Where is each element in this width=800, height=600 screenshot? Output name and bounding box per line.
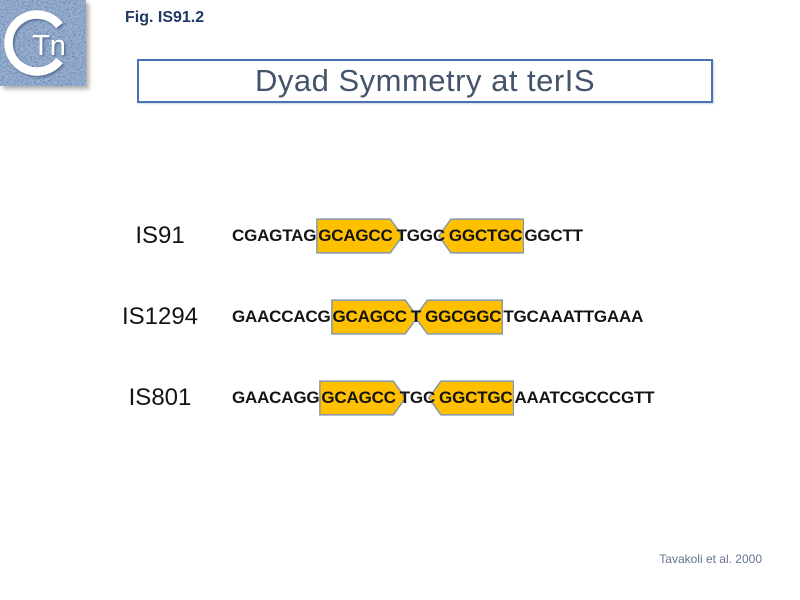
inverted-repeat-arrow-left: GGCTGC — [427, 380, 514, 416]
element-name-label: IS801 — [128, 384, 192, 411]
logo-graphic: Tn — [0, 0, 86, 86]
figure-label: Fig. IS91.2 — [125, 9, 205, 26]
highlighted-motif-text: GGCTGC — [448, 226, 523, 245]
inverted-repeat-arrow-left: GGCGGC — [413, 299, 503, 335]
sequence-segment: GAACAGG — [232, 388, 320, 407]
highlight-pentagon-shape — [413, 299, 503, 335]
highlight-pentagon-shape — [427, 380, 514, 416]
logo-c-arc — [4, 10, 63, 76]
citation-text: Tavakoli et al. 2000 — [659, 552, 762, 566]
highlight-pentagon-shape — [331, 299, 419, 335]
sequence-segment: GGCTT — [524, 226, 583, 245]
sequence-segment: GAACCACG — [232, 307, 331, 326]
highlight-pentagon-shape — [437, 218, 524, 254]
title-box: Dyad Symmetry at terIS — [137, 59, 713, 103]
highlighted-motif-text: GCAGCC — [321, 388, 396, 407]
inverted-repeat-arrow-right: GCAGCC — [316, 218, 404, 254]
ct-tn-logo: Tn — [0, 0, 86, 86]
highlighted-motif-text: GCAGCC — [332, 307, 408, 326]
highlight-pentagon-shape — [316, 218, 404, 254]
highlighted-motif-text: GGCTGC — [439, 388, 513, 407]
sequence-segment: T — [410, 307, 422, 326]
sequence-segment: AAATCGCCCGTT — [514, 388, 655, 407]
logo-tn-text: Tn — [32, 30, 66, 62]
inverted-repeat-arrow-right: GCAGCC — [319, 380, 407, 416]
highlight-pentagon-shape — [319, 380, 407, 416]
highlighted-motif-text: GGCGGC — [425, 307, 502, 326]
sequence-segment: TGC — [399, 388, 436, 407]
inverted-repeat-arrow-left: GGCTGC — [437, 218, 524, 254]
element-name-label: IS91 — [135, 222, 185, 249]
element-name-label: IS1294 — [121, 303, 199, 330]
inverted-repeat-arrow-right: GCAGCC — [331, 299, 419, 335]
sequence-segment: CGAGTAG — [232, 226, 317, 245]
sequence-segment: TGGC — [396, 226, 446, 245]
highlighted-motif-text: GCAGCC — [318, 226, 393, 245]
slide-title: Dyad Symmetry at terIS — [254, 63, 596, 98]
sequence-segment: TGCAAATTGAAA — [503, 307, 644, 326]
